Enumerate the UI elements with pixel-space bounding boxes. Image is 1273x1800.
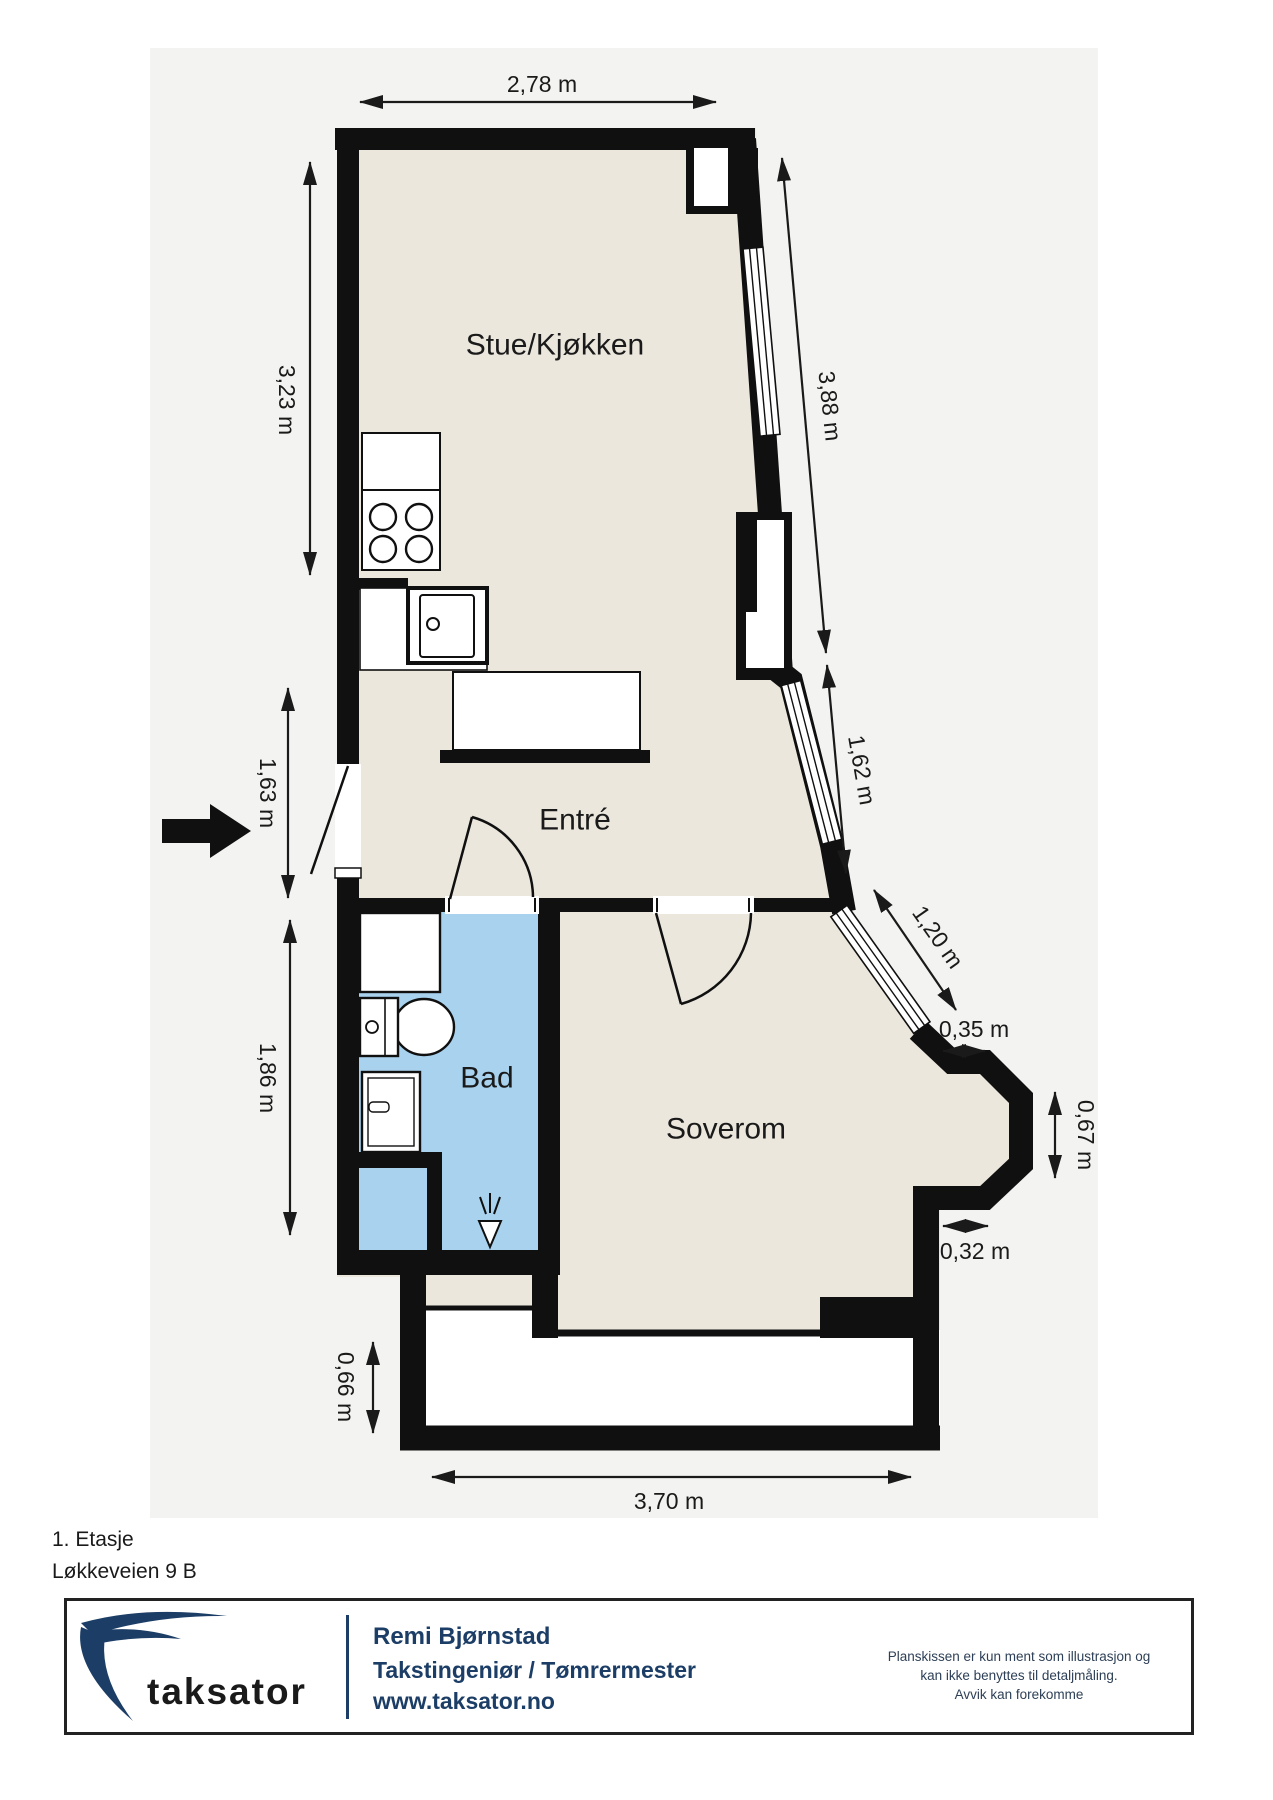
disclaimer-line-2: kan ikke benyttes til detaljmåling. bbox=[920, 1668, 1118, 1683]
wall-recesses bbox=[694, 148, 784, 668]
door-openings bbox=[334, 764, 754, 914]
dim-bay-bottom: 0,32 m bbox=[940, 1238, 1010, 1264]
dim-left-4: 0,66 m bbox=[333, 1352, 359, 1422]
disclaimer-line-1: Planskissen er kun ment som illustrasjon… bbox=[887, 1649, 1151, 1664]
logo-swoosh-icon bbox=[80, 1611, 227, 1721]
dim-left-3: 1,86 m bbox=[255, 1043, 281, 1113]
footer-divider bbox=[346, 1615, 349, 1719]
shower-head-symbol bbox=[477, 1193, 503, 1250]
logo-text: taksator bbox=[147, 1671, 307, 1712]
window-stue bbox=[742, 246, 781, 438]
entrance-door-leaf bbox=[309, 765, 350, 875]
kitchen-fixtures bbox=[359, 432, 641, 751]
room-label-entre: Entré bbox=[539, 804, 611, 837]
dim-left-1: 3,23 m bbox=[274, 365, 300, 435]
inner-walls bbox=[335, 128, 913, 1338]
kitchen-counter-top bbox=[361, 432, 441, 491]
dim-bay-right: 0,67 m bbox=[1073, 1100, 1099, 1170]
room-labels: Stue/Kjøkken Entré Bad Soverom bbox=[460, 329, 786, 1146]
dimension-lines bbox=[281, 95, 1062, 1484]
washbasin bbox=[358, 911, 442, 994]
bad-door bbox=[448, 815, 535, 900]
footer-box: taksator Remi Bjørnstad Takstingeniør / … bbox=[64, 1598, 1194, 1735]
room-label-soverom: Soverom bbox=[666, 1113, 786, 1146]
dim-left-2: 1,63 m bbox=[255, 758, 281, 828]
room-label-bad: Bad bbox=[460, 1062, 513, 1095]
outer-walls bbox=[400, 138, 1033, 1451]
balcony bbox=[402, 1277, 940, 1438]
disclaimer-line-3: Avvik kan forekomme bbox=[954, 1687, 1084, 1702]
stove bbox=[361, 489, 441, 571]
kitchen-sink bbox=[406, 586, 489, 665]
balcony-boundary-lines bbox=[425, 1305, 820, 1337]
dim-top: 2,78 m bbox=[507, 71, 577, 97]
floorplan-drawing: 2,78 m 3,23 m 1,63 m 1,86 m 0,66 m 3,70 … bbox=[150, 48, 1099, 1518]
footer-disclaimer: Planskissen er kun ment som illustrasjon… bbox=[823, 1647, 1215, 1704]
kitchen-counter-l bbox=[452, 671, 641, 751]
footer-title: Takstingeniør / Tømrermester bbox=[373, 1657, 696, 1683]
soverom-door bbox=[654, 912, 753, 1006]
footer-url: www.taksator.no bbox=[373, 1688, 555, 1714]
dim-bay-top: 0,35 m bbox=[939, 1016, 1009, 1042]
floor-label: 1. Etasje bbox=[52, 1528, 134, 1551]
toilet bbox=[358, 996, 456, 1058]
footer-name: Remi Bjørnstad bbox=[373, 1623, 551, 1650]
taksator-logo: taksator bbox=[80, 1611, 307, 1721]
address-label: Løkkeveien 9 B bbox=[52, 1560, 197, 1583]
entry-arrow-icon bbox=[162, 804, 251, 858]
shower bbox=[360, 1070, 422, 1154]
door-arcs bbox=[309, 765, 753, 1006]
room-label-stue-kjokken: Stue/Kjøkken bbox=[466, 329, 644, 362]
bathroom-fixtures bbox=[358, 911, 503, 1250]
dim-bottom: 3,70 m bbox=[634, 1488, 704, 1514]
